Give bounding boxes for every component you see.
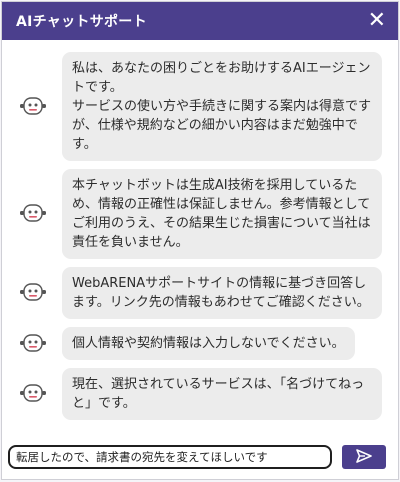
message-text: 個人情報や契約情報は入力しないでください。 bbox=[62, 327, 355, 360]
message-text: 現在、選択されているサービスは、「名づけてねっと」です。 bbox=[62, 368, 382, 420]
bot-message: 現在、選択されているサービスは、「名づけてねっと」です。 bbox=[16, 368, 388, 420]
message-text: 本チャットボットは生成AI技術を採用しているため、情報の正確性は保証しません。参… bbox=[62, 169, 382, 259]
bot-message: WebARENAサポートサイトの情報に基づき回答します。リンク先の情報もあわせて… bbox=[16, 267, 388, 319]
bot-avatar-icon bbox=[16, 333, 50, 355]
message-text: 私は、あなたの困りごとをお助けするAIエージェントです。 サービスの使い方や手続… bbox=[62, 52, 382, 161]
chat-header: AIチャットサポート ✕ bbox=[2, 2, 398, 40]
message-input[interactable] bbox=[8, 445, 332, 469]
bot-message: 個人情報や契約情報は入力しないでください。 bbox=[16, 327, 388, 360]
bot-message: 本チャットボットは生成AI技術を採用しているため、情報の正確性は保証しません。参… bbox=[16, 169, 388, 259]
bot-avatar-icon bbox=[16, 282, 50, 304]
send-button[interactable] bbox=[342, 445, 386, 469]
bot-message: 私は、あなたの困りごとをお助けするAIエージェントです。 サービスの使い方や手続… bbox=[16, 52, 388, 161]
send-icon bbox=[356, 448, 372, 466]
chat-title: AIチャットサポート bbox=[16, 14, 147, 30]
close-icon[interactable]: ✕ bbox=[367, 8, 386, 33]
bot-avatar-icon bbox=[16, 96, 50, 118]
bot-avatar-icon bbox=[16, 383, 50, 405]
bot-avatar-icon bbox=[16, 203, 50, 225]
message-list: 私は、あなたの困りごとをお助けするAIエージェントです。 サービスの使い方や手続… bbox=[2, 40, 398, 435]
composer bbox=[2, 435, 398, 479]
message-text: WebARENAサポートサイトの情報に基づき回答します。リンク先の情報もあわせて… bbox=[62, 267, 382, 319]
